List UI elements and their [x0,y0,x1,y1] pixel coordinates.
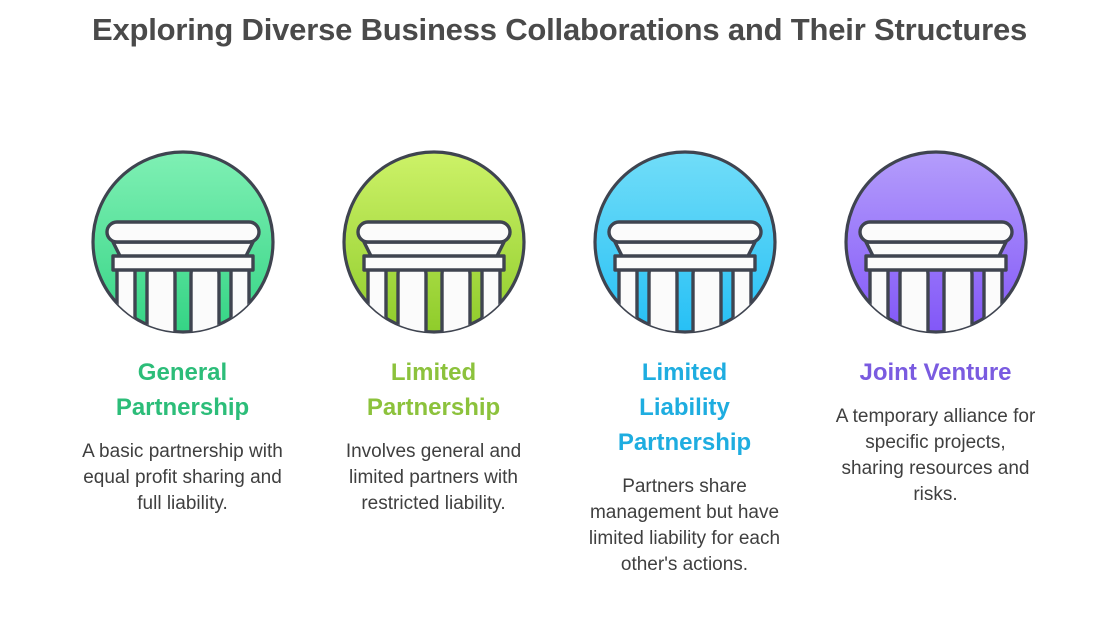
pillar-icon [341,150,526,334]
card-title: Joint Venture [859,359,1012,386]
pillar-icon [90,150,275,334]
card-joint-venture: Joint Venture A temporary alliance for s… [810,150,1061,508]
card-limited-partnership: Limited Partnership Involves general and… [308,150,559,517]
page-title: Exploring Diverse Business Collaboration… [91,12,1028,47]
card-description: A temporary alliance for specific projec… [835,406,1036,505]
card-limited-liability-partnership: Limited Liability Partnership Partners s… [559,150,810,578]
card-title: General Partnership [115,359,250,421]
card-description: Involves general and limited partners wi… [345,441,522,514]
card-title: Limited Partnership [366,359,501,421]
card-title: Limited Liability Partnership [617,359,752,456]
card-description: Partners share management but have limit… [588,476,781,575]
pillar-icon [592,150,777,334]
card-general-partnership: General Partnership A basic partnership … [57,150,308,517]
card-row: General Partnership A basic partnership … [0,150,1119,578]
pillar-icon [843,150,1028,334]
card-description: A basic partnership with equal profit sh… [82,441,283,514]
